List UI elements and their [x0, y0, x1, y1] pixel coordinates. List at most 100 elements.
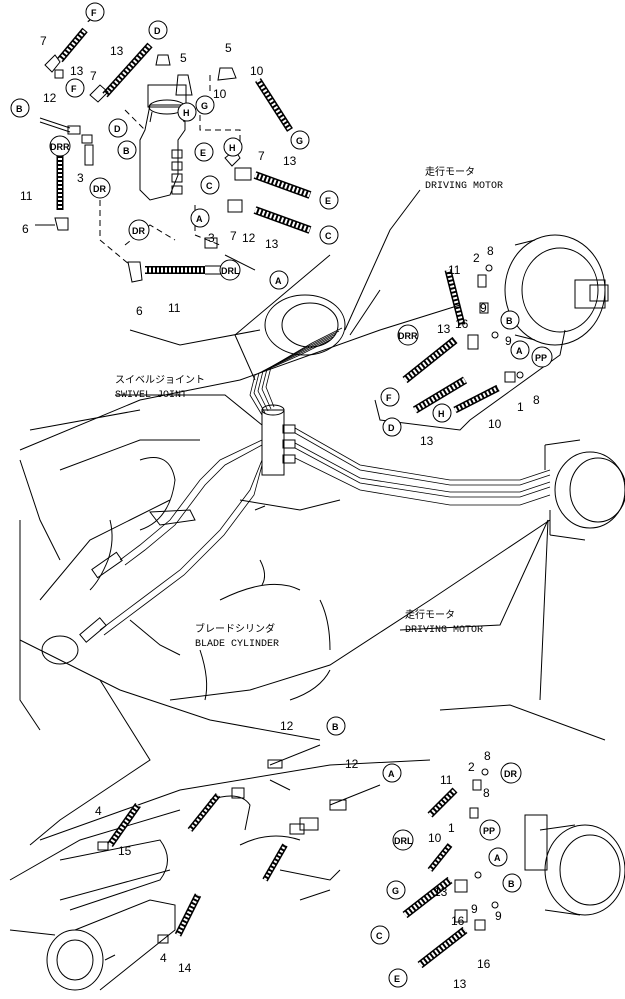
- blade-en-label: BLADE CYLINDER: [195, 639, 279, 650]
- part-number: 9: [495, 909, 502, 923]
- callout-F: F: [386, 393, 392, 403]
- callout-B: B: [16, 104, 23, 114]
- callout-D: D: [154, 26, 161, 36]
- callout-DR: DR: [504, 769, 517, 779]
- part-number: 7: [90, 69, 97, 83]
- part-number: 8: [483, 786, 490, 800]
- swivel-exploded-view: [35, 19, 312, 283]
- part-number: 3: [208, 231, 215, 245]
- part-number: 11: [168, 301, 181, 315]
- callout-A: A: [516, 346, 523, 356]
- callout-A: A: [196, 214, 203, 224]
- driving-motor-jp-label-2: 走行モータ: [405, 608, 455, 621]
- part-number: 2: [468, 760, 475, 774]
- driving-motor-exploded-right: [374, 234, 609, 431]
- callout-DRL: DRL: [394, 836, 413, 846]
- callout-PP: PP: [483, 826, 495, 836]
- part-number: 9: [471, 902, 478, 916]
- driving-motor-exploded-bottom: [402, 704, 625, 969]
- callout-B: B: [123, 146, 130, 156]
- callout-F: F: [91, 8, 97, 18]
- callout-G: G: [296, 136, 303, 146]
- part-number: 9: [480, 301, 487, 315]
- part-number: 4: [95, 804, 102, 818]
- part-number: 16: [455, 317, 469, 331]
- blade-cylinder-detail: [9, 744, 431, 991]
- callout-B: B: [508, 879, 515, 889]
- callout-circles: F F D B D B DRR DR DR H G E C A H G E C …: [10, 2, 553, 988]
- part-number: 16: [451, 914, 465, 928]
- part-number: 5: [180, 51, 187, 65]
- callout-PP: PP: [535, 353, 547, 363]
- part-number: 7: [40, 34, 47, 48]
- driving-motor-en-label-1: DRIVING MOTOR: [425, 181, 503, 192]
- part-number: 10: [488, 417, 502, 431]
- blade-jp-label: ブレードシリンダ: [195, 622, 275, 635]
- callout-G: G: [201, 101, 208, 111]
- part-numbers: 7 13 7 13 5 5 10 10 12 3 11 6 7 13 3 7 1…: [20, 34, 540, 991]
- part-number: 14: [178, 961, 192, 975]
- callout-H: H: [438, 409, 445, 419]
- driving-motor-en-label-2: DRIVING MOTOR: [405, 625, 483, 636]
- part-number: 11: [440, 773, 453, 787]
- callout-B: B: [332, 722, 339, 732]
- part-number: 2: [473, 251, 480, 265]
- callout-E: E: [325, 196, 331, 206]
- callout-DRL: DRL: [221, 266, 240, 276]
- callout-D: D: [388, 423, 395, 433]
- callout-C: C: [325, 231, 332, 241]
- part-number: 12: [280, 719, 294, 733]
- text-labels: 走行モータ DRIVING MOTOR スイベルジョイント SWIVEL JOI…: [115, 165, 503, 650]
- part-number: 10: [213, 87, 227, 101]
- part-number: 13: [434, 885, 448, 899]
- part-number: 15: [118, 844, 132, 858]
- callout-H: H: [183, 108, 190, 118]
- callout-F: F: [71, 84, 77, 94]
- machine-main-view: [19, 294, 625, 741]
- callout-D: D: [114, 124, 121, 134]
- part-number: 12: [43, 91, 57, 105]
- callout-C: C: [206, 181, 213, 191]
- callout-A: A: [275, 276, 282, 286]
- part-number: 7: [230, 229, 237, 243]
- callout-G: G: [392, 886, 399, 896]
- part-number: 10: [250, 64, 264, 78]
- part-number: 13: [437, 322, 451, 336]
- callout-A: A: [494, 853, 501, 863]
- callout-E: E: [394, 974, 400, 984]
- part-number: 1: [448, 821, 455, 835]
- part-number: 9: [505, 334, 512, 348]
- callout-DR: DR: [132, 226, 145, 236]
- part-number: 5: [225, 41, 232, 55]
- swivel-jp-label: スイベルジョイント: [115, 374, 205, 386]
- callout-H: H: [229, 143, 236, 153]
- part-number: 12: [242, 231, 256, 245]
- part-number: 7: [258, 149, 265, 163]
- callout-DRR: DRR: [50, 142, 70, 152]
- part-number: 4: [160, 951, 167, 965]
- part-number: 13: [110, 44, 124, 58]
- part-number: 8: [484, 749, 491, 763]
- part-number: 13: [70, 64, 84, 78]
- leader-lines: [29, 189, 549, 846]
- part-number: 6: [22, 222, 29, 236]
- part-number: 11: [20, 189, 33, 203]
- callout-DR: DR: [93, 184, 106, 194]
- part-number: 8: [487, 244, 494, 258]
- part-number: 10: [428, 831, 442, 845]
- part-number: 12: [345, 757, 359, 771]
- callout-E: E: [200, 148, 206, 158]
- callout-B: B: [506, 316, 513, 326]
- part-number: 6: [136, 304, 143, 318]
- part-number: 1: [517, 400, 524, 414]
- driving-motor-jp-label-1: 走行モータ: [425, 165, 475, 178]
- part-number: 13: [265, 237, 279, 251]
- callout-C: C: [376, 931, 383, 941]
- callout-A: A: [388, 769, 395, 779]
- part-number: 11: [448, 263, 461, 277]
- part-number: 8: [533, 393, 540, 407]
- callout-DRR: DRR: [398, 331, 418, 341]
- part-number: 13: [453, 977, 467, 991]
- swivel-en-label: SWIVEL JOINT: [115, 390, 187, 401]
